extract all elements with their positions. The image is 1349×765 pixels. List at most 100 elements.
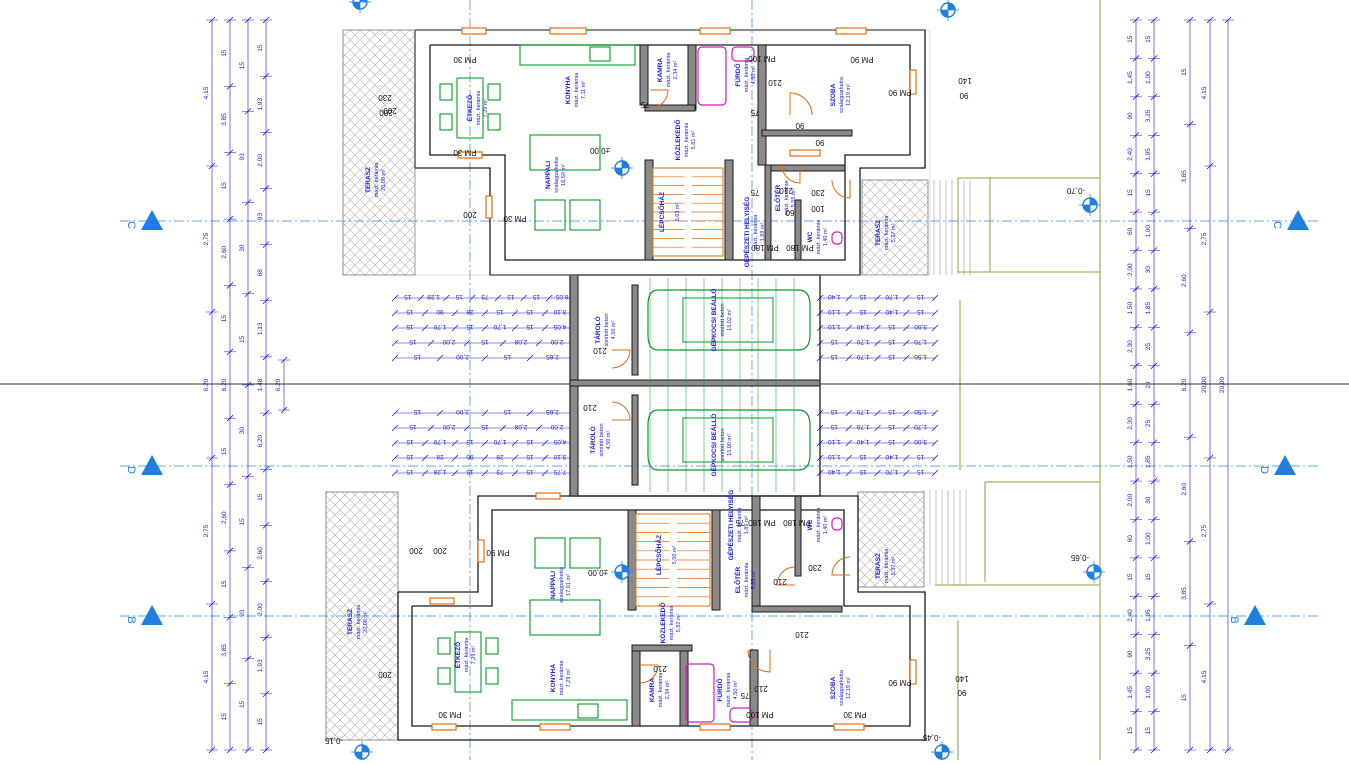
- dimension-text: 15: [466, 323, 474, 330]
- washbasin-upper: [731, 46, 755, 62]
- room-floor: szalagparketta: [554, 156, 560, 193]
- dimension-text: 15: [466, 438, 474, 445]
- dimension-text: 1,50: [914, 353, 927, 360]
- dimension-tick: [443, 294, 450, 302]
- dimension-text: 15: [888, 323, 896, 330]
- dimension-text: 2,75: [1201, 524, 1208, 537]
- bathtub-lower: [685, 663, 715, 723]
- dimension-text: 1,85: [1145, 455, 1152, 468]
- room-floor: mázt. kerámia: [753, 214, 759, 249]
- dimension-tick: [902, 309, 910, 317]
- dimension-text: 1,10: [828, 438, 841, 445]
- wall-upper-corridor: [644, 104, 696, 112]
- dimension-tick: [499, 339, 507, 347]
- annotation-lower: 210: [754, 684, 768, 693]
- dimension-text: 73: [496, 468, 504, 475]
- annotation-upper: 210: [779, 186, 793, 195]
- kitchen-counter-lower: [511, 699, 628, 721]
- dimension-text: 93: [239, 609, 246, 617]
- dimension-text: 3,85: [1181, 170, 1188, 183]
- room-name: KAMRA: [649, 678, 656, 702]
- dimension-text: 15: [1145, 727, 1152, 735]
- dimension-text: 1,70: [856, 338, 869, 345]
- dimension-tick: [845, 294, 853, 302]
- dimension-tick: [535, 339, 543, 347]
- room-name: GÉPKOCSI BEÁLLÓ: [709, 414, 718, 477]
- annotation-upper: PM 100: [748, 54, 776, 63]
- dimension-text: 1,00: [1145, 225, 1152, 238]
- dimension-tick: [845, 454, 853, 462]
- dimension-text: 15: [1145, 189, 1152, 197]
- dimension-text: 2,75: [1201, 232, 1208, 245]
- room-area: 7,11 m²: [581, 81, 587, 99]
- dimension-text: 6,20: [221, 378, 228, 391]
- dining-table-lower: [454, 631, 482, 693]
- dimension-text: 15: [1127, 189, 1134, 197]
- dimension-text: 15: [221, 182, 228, 190]
- dimension-text: 15: [455, 293, 463, 300]
- annotation-upper: 230: [378, 93, 392, 102]
- door-lower-store: [611, 401, 631, 421]
- dimension-tick: [468, 294, 476, 302]
- room-area: 7,29 m²: [483, 99, 489, 118]
- wall-lower-stair-left: [627, 509, 637, 611]
- dimension-tick: [391, 469, 399, 477]
- dimension-text: 1,70: [885, 293, 898, 300]
- chair: [439, 113, 453, 131]
- window-12: [431, 723, 457, 731]
- dimension-text: 28: [436, 453, 444, 460]
- room-area: 5,50 m²: [672, 546, 678, 565]
- annotation-upper: 200: [379, 108, 393, 117]
- dimension-text: 15: [507, 293, 515, 300]
- dimension-text: 15: [526, 453, 534, 460]
- dimension-tick: [541, 439, 549, 447]
- dimension-tick: [481, 469, 489, 477]
- room-floor: mázt. kerámia: [574, 72, 580, 107]
- window-15: [833, 723, 865, 731]
- dimension-tick: [481, 354, 489, 362]
- dimension-text: 29: [1145, 381, 1152, 389]
- dimension-text: 15: [917, 468, 925, 475]
- annotation-upper: 100: [811, 204, 825, 213]
- dimension-tick: [421, 309, 429, 317]
- dimension-text: 1,40: [885, 308, 898, 315]
- dimension-text: 30: [239, 427, 246, 435]
- dimension-text: 15: [466, 468, 474, 475]
- room-name: KÖZLEKEDŐ: [673, 120, 682, 161]
- room-name: ELŐTÉR: [773, 185, 782, 212]
- dimension-tick: [481, 409, 489, 417]
- staircase-lower: [635, 513, 711, 607]
- room-floor: szalagparketta: [839, 669, 845, 706]
- room-floor: mázt. kerámia: [464, 637, 470, 672]
- window-13: [539, 723, 571, 731]
- chair: [437, 667, 451, 685]
- annotation-upper: 60: [785, 208, 794, 217]
- dimension-text: 3,00: [914, 323, 927, 330]
- annotation-upper: 200: [463, 210, 477, 219]
- dimension-text: 1,40: [856, 438, 869, 445]
- level-marker-7: [931, 741, 953, 763]
- room-name: TERASZ: [347, 609, 354, 635]
- dimension-tick: [874, 424, 881, 432]
- room-name: ÉTKEZŐ: [453, 642, 462, 668]
- dimension-text: 2,00: [456, 408, 469, 415]
- room-name: TERASZ: [875, 220, 882, 246]
- dimension-text: 15: [406, 323, 414, 330]
- dimension-text: 15: [917, 293, 925, 300]
- dim-left-col4: 151,932,0093681,131,486,20152,602,001,93…: [257, 16, 272, 754]
- dimension-text: 4,15: [1201, 86, 1208, 99]
- axis-letter: B: [1228, 616, 1240, 623]
- dimension-tick: [902, 469, 910, 477]
- dimension-tick: [874, 309, 881, 317]
- annotation-upper: 210: [593, 346, 607, 355]
- chair: [485, 667, 499, 685]
- room-area: 1,40 m²: [823, 228, 829, 247]
